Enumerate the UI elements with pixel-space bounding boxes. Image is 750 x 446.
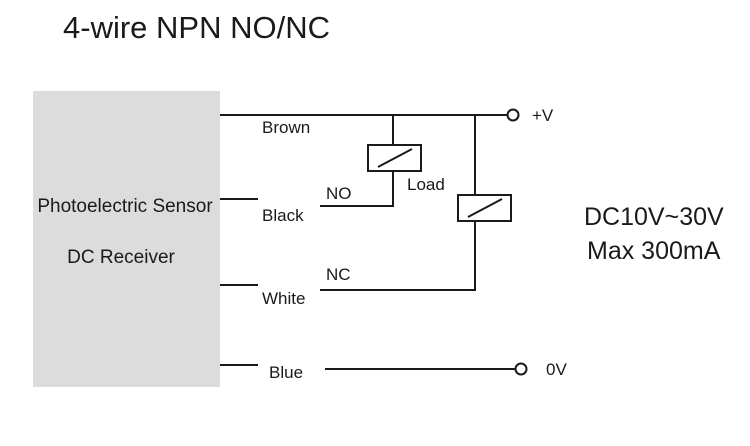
sensor-box-subtitle: DC Receiver xyxy=(67,247,175,268)
brown-wire-label: Brown xyxy=(262,118,310,137)
no-output-line xyxy=(320,171,394,207)
black-wire-label: Black xyxy=(262,206,304,225)
diagram-title: 4-wire NPN NO/NC xyxy=(63,10,330,45)
voltage-spec: DC10V~30V xyxy=(584,203,724,231)
zero-volt-terminal xyxy=(514,362,528,376)
no-load-coil xyxy=(367,144,422,172)
current-spec: Max 300mA xyxy=(587,237,721,265)
positive-terminal-label: +V xyxy=(532,106,554,125)
sensor-box-title: Photoelectric Sensor xyxy=(37,196,213,217)
positive-terminal xyxy=(506,108,520,122)
nc-output-line xyxy=(320,221,476,291)
no-contact-label: NO xyxy=(326,184,352,203)
white-wire-label: White xyxy=(262,289,305,308)
no-load-coil-slash xyxy=(377,148,413,168)
zero-volt-label: 0V xyxy=(546,360,567,379)
load-label: Load xyxy=(407,175,445,194)
sensor-box xyxy=(33,91,220,387)
nc-load-coil-slash xyxy=(467,198,503,218)
nc-contact-label: NC xyxy=(326,265,351,284)
blue-wire-label: Blue xyxy=(269,363,303,382)
nc-load-coil xyxy=(457,194,512,222)
